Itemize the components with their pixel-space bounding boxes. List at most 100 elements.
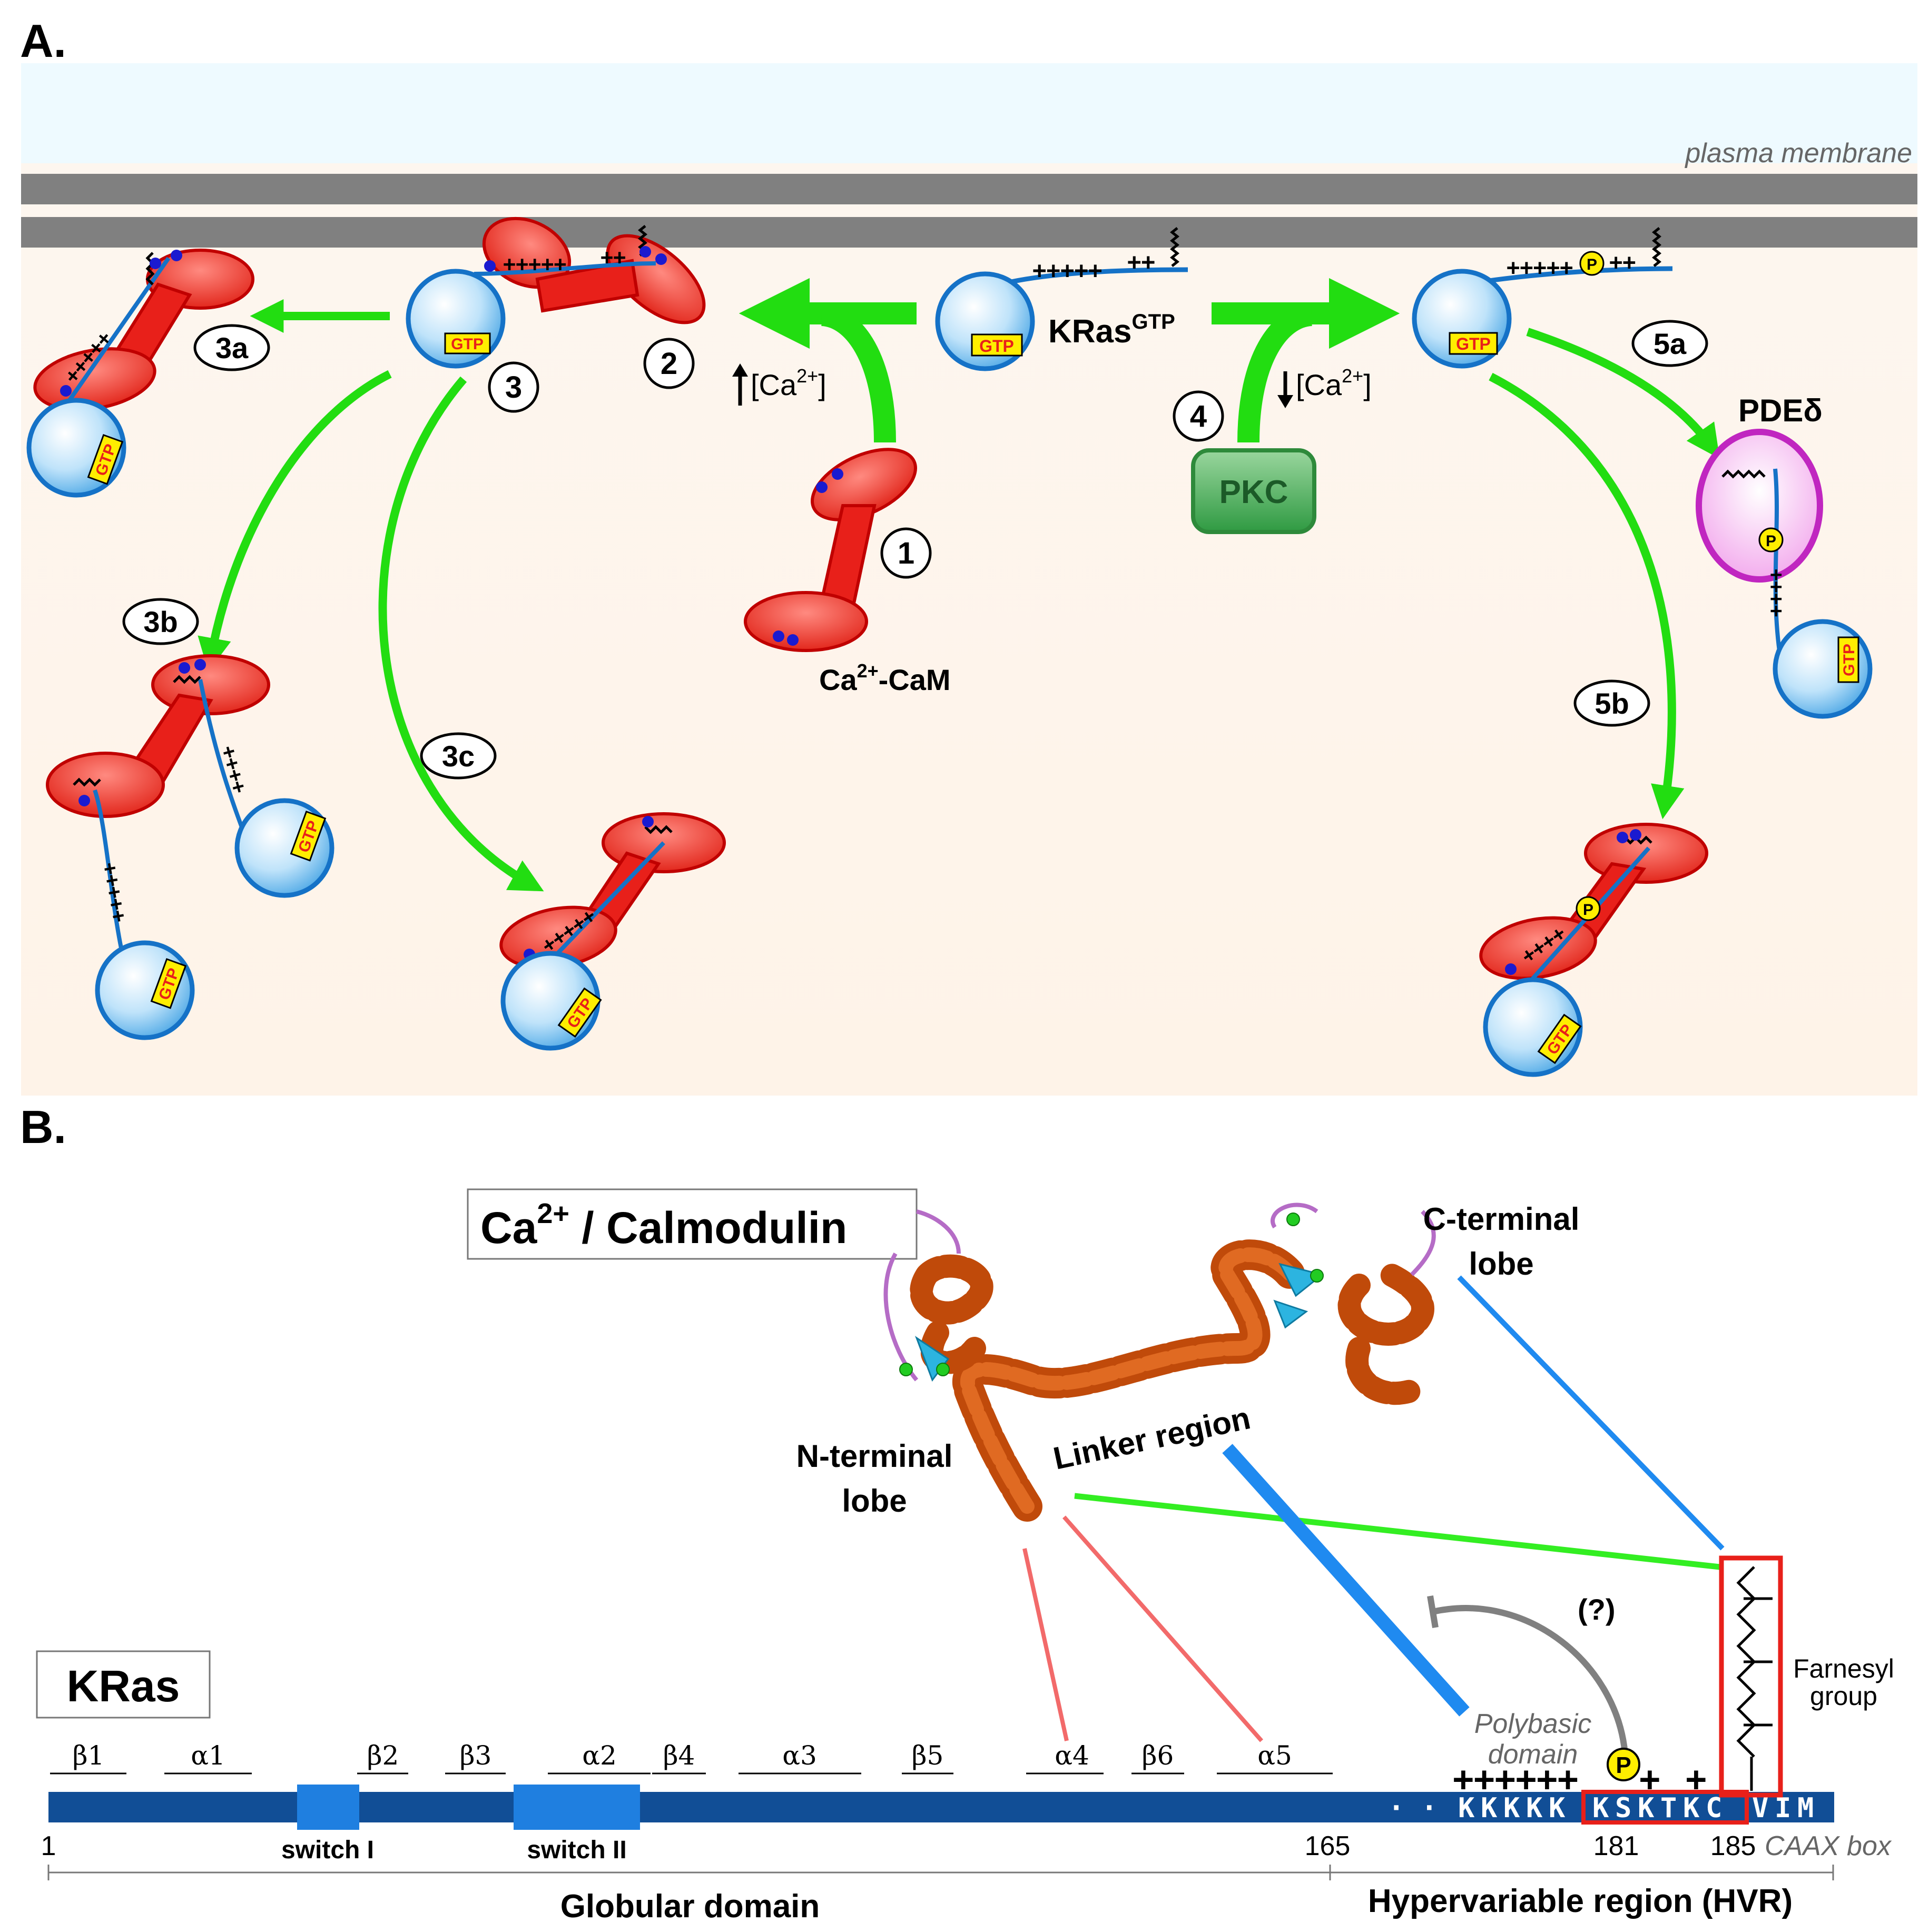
- hvr-label: Hypervariable region (HVR): [1368, 1883, 1793, 1919]
- svg-text:β6: β6: [1142, 1740, 1174, 1771]
- step-3b-marker: 3b: [122, 598, 199, 645]
- svg-text:GTP: GTP: [979, 337, 1014, 356]
- calmodulin-structure: [883, 1202, 1436, 1522]
- svg-text:K: K: [1526, 1792, 1543, 1824]
- svg-text:β5: β5: [912, 1740, 944, 1771]
- svg-text:I: I: [1775, 1792, 1791, 1824]
- kras-cam-membrane-complex: +++++ ++ GTP: [408, 216, 706, 366]
- svg-text:++: ++: [1127, 249, 1155, 275]
- ca-cam-free: [744, 448, 917, 652]
- svg-text:β4: β4: [663, 1740, 695, 1771]
- panel-a-label: A.: [20, 15, 66, 67]
- residue-181: 181: [1593, 1831, 1639, 1861]
- svg-text:++: ++: [601, 245, 626, 270]
- svg-text:++++: ++++: [1765, 569, 1788, 617]
- svg-text:α5: α5: [1257, 1740, 1292, 1771]
- svg-text:β2: β2: [367, 1740, 399, 1771]
- plasma-membrane-label: plasma membrane: [1684, 138, 1912, 169]
- svg-text:GTP: GTP: [1456, 334, 1491, 353]
- kras-sequence-bar: · · · K K K K K K S K T K C V I M: [48, 1785, 1834, 1830]
- svg-text:[Ca2+]: [Ca2+]: [1296, 365, 1372, 401]
- kras-cam-complex-3a: +++++ GTP: [29, 249, 254, 495]
- residue-185: 185: [1710, 1831, 1756, 1861]
- svg-text:++++++: ++++++: [1453, 1759, 1578, 1799]
- kras-gtp-label: KRasGTP: [1048, 310, 1175, 350]
- interaction-lines: [1022, 1275, 1725, 1754]
- svg-text:P: P: [1616, 1752, 1631, 1778]
- pde-delta-complex: P ++++ GTP: [1696, 429, 1870, 716]
- svg-text:P: P: [1766, 533, 1776, 550]
- unknown-inhibition-label: (?): [1578, 1593, 1616, 1626]
- step-3-marker: 3: [488, 361, 539, 413]
- svg-text:+: +: [1686, 1759, 1707, 1799]
- ca-up-label: [Ca2+]: [732, 363, 826, 406]
- svg-text:5a: 5a: [1654, 327, 1687, 360]
- svg-text:S: S: [1615, 1792, 1631, 1824]
- linker-region-label: Linker region: [1050, 1400, 1254, 1476]
- svg-text:4: 4: [1190, 399, 1207, 433]
- svg-text:K: K: [1638, 1792, 1655, 1824]
- plasma-membrane-outer: [21, 174, 1917, 204]
- svg-text:α1: α1: [191, 1740, 225, 1771]
- svg-text:5b: 5b: [1595, 687, 1629, 720]
- svg-text:K: K: [1549, 1792, 1566, 1824]
- svg-text:+++++: +++++: [503, 252, 566, 277]
- domain-brackets: [47, 1865, 1834, 1880]
- pkc-box: PKC: [1191, 448, 1316, 534]
- svg-text:K: K: [1458, 1792, 1475, 1824]
- step-5a-marker: 5a: [1631, 320, 1708, 367]
- svg-text:3a: 3a: [215, 331, 249, 364]
- step-3a-marker: 3a: [193, 324, 270, 371]
- svg-text:GTP: GTP: [451, 336, 484, 353]
- svg-text:· · ·: · · ·: [1388, 1792, 1471, 1824]
- svg-text:β3: β3: [460, 1740, 492, 1771]
- svg-text:P: P: [1587, 256, 1597, 273]
- svg-text:K: K: [1683, 1792, 1700, 1824]
- svg-text:+++++: +++++: [1507, 254, 1573, 280]
- svg-text:K: K: [1592, 1792, 1609, 1824]
- kras-cam-complex-3c: +++++ GTP: [499, 812, 726, 1048]
- svg-text:2: 2: [661, 347, 677, 381]
- kras-phospho-membrane: +++++ ++ P GTP: [1414, 227, 1673, 366]
- svg-text:K: K: [1503, 1792, 1520, 1824]
- arrows-main: [198, 278, 1720, 892]
- globular-domain-label: Globular domain: [560, 1888, 820, 1925]
- plasma-membrane-inner: [21, 217, 1917, 248]
- svg-text:+: +: [1639, 1759, 1660, 1799]
- switch-i-region: [297, 1785, 359, 1830]
- svg-text:P: P: [1583, 901, 1593, 919]
- switch-ii-label: switch II: [527, 1836, 626, 1864]
- svg-text:[Ca2+]: [Ca2+]: [751, 365, 826, 401]
- svg-text:M: M: [1797, 1792, 1814, 1824]
- svg-text:3b: 3b: [143, 605, 178, 638]
- ca-cam-label: Ca2+-CaM: [819, 660, 951, 696]
- residue-1: 1: [41, 1831, 56, 1861]
- switch-i-label: switch I: [281, 1836, 374, 1864]
- calmodulin-title-box: Ca2+ / Calmodulin: [467, 1188, 918, 1260]
- caax-box-label: CAAX box: [1765, 1831, 1892, 1861]
- svg-text:KRas: KRas: [67, 1661, 180, 1711]
- kras-title-box: KRas: [36, 1650, 211, 1719]
- secondary-structure: β1 α1 β2 β3 α2 β4 α3 β5 α4 β6 α5: [50, 1740, 1333, 1775]
- svg-text:Ca2+ / Calmodulin: Ca2+ / Calmodulin: [480, 1198, 847, 1253]
- step-1-marker: 1: [880, 527, 932, 579]
- step-3c-marker: 3c: [420, 732, 497, 780]
- kras-cam-complex-5b: ++++ P GTP: [1479, 823, 1708, 1075]
- polybasic-charges: ++++++ + + P: [1453, 1748, 1707, 1799]
- svg-text:α4: α4: [1055, 1740, 1089, 1771]
- svg-text:V: V: [1752, 1792, 1768, 1824]
- svg-text:C: C: [1706, 1792, 1722, 1824]
- pde-delta-label: PDEδ: [1738, 393, 1823, 428]
- svg-text:β1: β1: [73, 1740, 105, 1771]
- step-2-marker: 2: [643, 338, 695, 389]
- kras-gtp-membrane: +++++ ++ GTP: [938, 227, 1188, 369]
- svg-text:T: T: [1660, 1792, 1677, 1824]
- svg-text:++: ++: [1609, 249, 1636, 275]
- switch-ii-region: [514, 1785, 640, 1830]
- svg-text:GTP: GTP: [1841, 644, 1858, 676]
